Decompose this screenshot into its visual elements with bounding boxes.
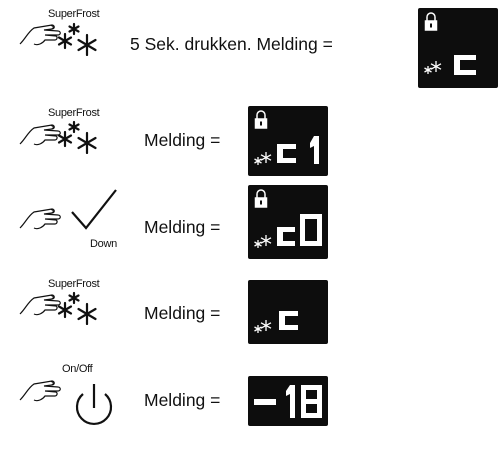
pressing-hand-icon [19, 208, 61, 230]
display-snowflake-icon [254, 152, 272, 165]
lcd-display [248, 106, 328, 176]
lcd-display [248, 376, 328, 426]
lcd-display [418, 8, 498, 88]
step-1: SuperFrost 5 Sek. drukken. Melding = [0, 0, 501, 100]
pressing-hand-icon [19, 380, 61, 402]
pressing-hand-icon [19, 24, 61, 46]
step-message: 5 Sek. drukken. Melding = [130, 34, 333, 54]
button-label-superfrost: SuperFrost [48, 107, 100, 119]
segment-code-c [279, 311, 298, 330]
segment-code-1 [286, 385, 295, 418]
display-snowflake-icon [254, 320, 272, 333]
lcd-display [248, 185, 328, 259]
pressing-hand-icon [19, 124, 61, 146]
lcd-display [248, 280, 328, 344]
step-message: Melding = [144, 303, 221, 323]
button-label-superfrost: SuperFrost [48, 8, 100, 20]
button-label-on-off: On/Off [62, 363, 93, 375]
step-3: Down Melding = [0, 182, 501, 270]
step-message: Melding = [144, 390, 221, 410]
step-message: Melding = [144, 217, 221, 237]
checkmark-icon[interactable] [68, 188, 120, 232]
button-label-down: Down [90, 238, 117, 250]
power-icon[interactable] [66, 376, 122, 432]
segment-code-minus [254, 399, 276, 405]
display-snowflake-icon [254, 235, 272, 248]
display-snowflake-icon [424, 61, 442, 74]
snowflake-icon[interactable] [55, 120, 105, 154]
segment-code [454, 55, 476, 75]
pressing-hand-icon [19, 294, 61, 316]
segment-code-8 [301, 385, 322, 418]
step-message: Melding = [144, 130, 221, 150]
segment-code-c [277, 144, 296, 163]
button-label-superfrost: SuperFrost [48, 278, 100, 290]
step-5: On/Off Melding = [0, 356, 501, 455]
segment-code-1 [310, 136, 319, 164]
segment-code-0 [300, 214, 322, 246]
segment-code-c [277, 227, 295, 246]
step-2: SuperFrost Melding = [0, 100, 501, 182]
snowflake-icon[interactable] [55, 291, 105, 325]
step-4: SuperFrost Melding = [0, 270, 501, 356]
snowflake-icon[interactable] [55, 22, 105, 56]
